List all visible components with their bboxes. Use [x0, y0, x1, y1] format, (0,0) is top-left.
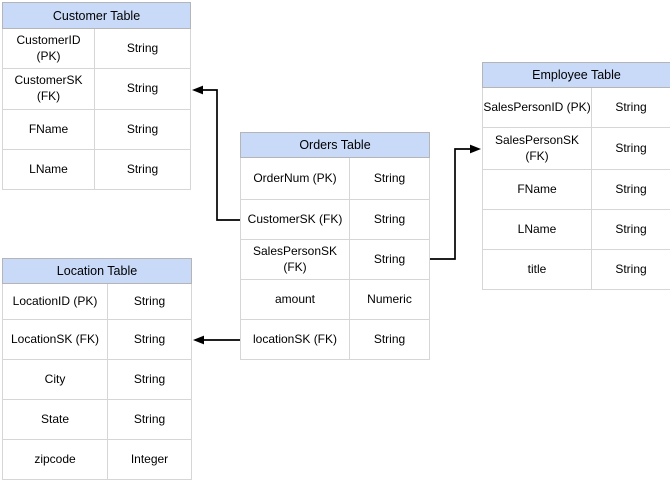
field-cell: amount — [240, 280, 350, 320]
field-cell: SalesPersonID (PK) — [482, 88, 592, 128]
type-cell: String — [108, 320, 192, 360]
table-row: SalesPersonID (PK) String — [482, 88, 670, 128]
table-row: CustomerSK (FK) String — [2, 69, 191, 110]
type-cell: String — [350, 200, 430, 240]
type-cell: String — [108, 400, 192, 440]
field-cell: LocationSK (FK) — [2, 320, 108, 360]
field-cell: SalesPersonSK (FK) — [240, 240, 350, 280]
employee-table-title: Employee Table — [482, 62, 670, 88]
location-table: Location Table LocationID (PK) String Lo… — [2, 258, 192, 480]
type-cell: String — [592, 128, 670, 170]
field-cell: CustomerID (PK) — [2, 29, 95, 69]
table-row: LName String — [2, 150, 191, 190]
arrowhead-left-icon — [192, 85, 203, 95]
table-row: amount Numeric — [240, 280, 430, 320]
location-table-title: Location Table — [2, 258, 192, 284]
connector-orders-to-employee — [430, 144, 481, 260]
type-cell: Numeric — [350, 280, 430, 320]
type-cell: String — [108, 284, 192, 320]
field-cell: CustomerSK (FK) — [2, 69, 95, 110]
table-row: LocationSK (FK) String — [2, 320, 192, 360]
table-row: LocationID (PK) String — [2, 284, 192, 320]
orders-table: Orders Table OrderNum (PK) String Custom… — [240, 132, 430, 360]
field-cell: City — [2, 360, 108, 400]
type-cell: String — [95, 29, 191, 69]
field-cell: LocationID (PK) — [2, 284, 108, 320]
orders-table-title: Orders Table — [240, 132, 430, 158]
type-cell: Integer — [108, 440, 192, 480]
field-cell: LName — [482, 210, 592, 250]
field-cell: OrderNum (PK) — [240, 158, 350, 200]
field-cell: locationSK (FK) — [240, 320, 350, 360]
field-cell: CustomerSK (FK) — [240, 200, 350, 240]
table-row: FName String — [2, 110, 191, 150]
table-row: locationSK (FK) String — [240, 320, 430, 360]
field-cell: FName — [482, 170, 592, 210]
type-cell: String — [592, 170, 670, 210]
field-cell: SalesPersonSK (FK) — [482, 128, 592, 170]
type-cell: String — [592, 210, 670, 250]
connector-orders-to-customer — [192, 85, 240, 221]
type-cell: String — [592, 88, 670, 128]
type-cell: String — [108, 360, 192, 400]
type-cell: String — [592, 250, 670, 290]
table-row: CustomerID (PK) String — [2, 29, 191, 69]
table-row: LName String — [482, 210, 670, 250]
type-cell: String — [350, 240, 430, 280]
table-row: OrderNum (PK) String — [240, 158, 430, 200]
field-cell: State — [2, 400, 108, 440]
type-cell: String — [95, 110, 191, 150]
arrowhead-left-icon — [193, 335, 204, 345]
table-row: CustomerSK (FK) String — [240, 200, 430, 240]
table-row: title String — [482, 250, 670, 290]
field-cell: LName — [2, 150, 95, 190]
employee-table: Employee Table SalesPersonID (PK) String… — [482, 62, 670, 290]
customer-table-title: Customer Table — [2, 2, 191, 29]
field-cell: FName — [2, 110, 95, 150]
table-row: FName String — [482, 170, 670, 210]
table-row: State String — [2, 400, 192, 440]
connector-orders-to-location — [193, 335, 240, 345]
field-cell: zipcode — [2, 440, 108, 480]
table-row: zipcode Integer — [2, 440, 192, 480]
table-row: City String — [2, 360, 192, 400]
table-row: SalesPersonSK (FK) String — [482, 128, 670, 170]
type-cell: String — [95, 69, 191, 110]
field-cell: title — [482, 250, 592, 290]
type-cell: String — [350, 320, 430, 360]
customer-table: Customer Table CustomerID (PK) String Cu… — [2, 2, 191, 190]
table-row: SalesPersonSK (FK) String — [240, 240, 430, 280]
type-cell: String — [350, 158, 430, 200]
type-cell: String — [95, 150, 191, 190]
arrowhead-right-icon — [470, 144, 481, 154]
